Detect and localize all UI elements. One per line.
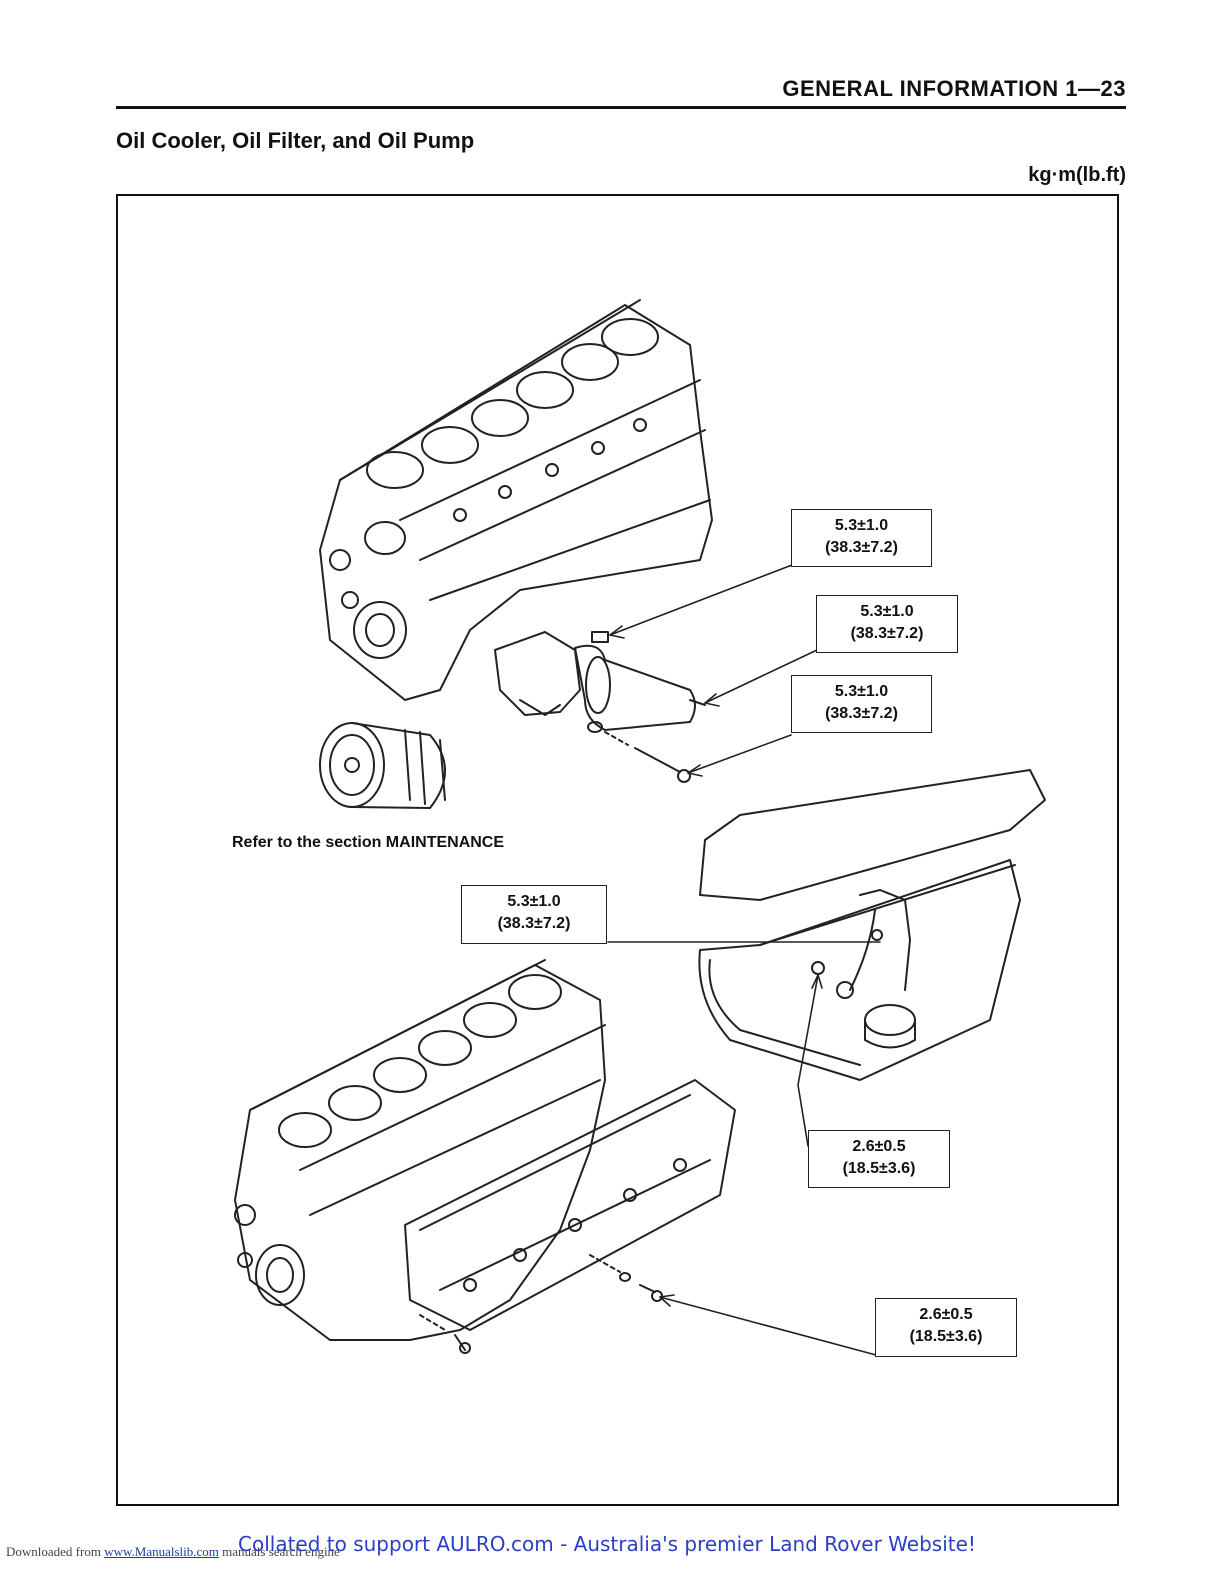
lower-engine-block — [234, 959, 736, 1354]
torque-value-imperial: (38.3±7.2) — [850, 625, 924, 642]
torque-value: 2.6±0.5 — [919, 1306, 973, 1323]
maintenance-reference-note: Refer to the section MAINTENANCE — [232, 834, 505, 851]
oil-pan-pump-assembly — [698, 769, 1046, 1081]
page-title: Oil Cooler, Oil Filter, and Oil Pump — [116, 128, 475, 153]
torque-label: 2.6±0.5 (18.5±3.6) — [875, 1298, 1017, 1357]
download-suffix: manuals search engine — [222, 1544, 340, 1559]
download-credit: Downloaded from www.Manualslib.com manua… — [6, 1544, 340, 1560]
figure-frame — [116, 194, 1119, 1506]
oil-filter-assembly — [494, 631, 706, 783]
torque-value-imperial: (38.3±7.2) — [825, 539, 898, 556]
torque-label: 5.3±1.0 (38.3±7.2) — [816, 595, 958, 653]
upper-engine-block — [319, 299, 713, 701]
page-footer: Downloaded from www.Manualslib.com manua… — [0, 1532, 1224, 1562]
torque-label: 2.6±0.5 (18.5±3.6) — [808, 1130, 950, 1188]
torque-label: 5.3±1.0 (38.3±7.2) — [791, 509, 932, 567]
torque-label: 5.3±1.0 (38.3±7.2) — [791, 675, 932, 733]
torque-value: 5.3±1.0 — [834, 683, 889, 700]
torque-value-imperial: (18.5±3.6) — [909, 1328, 983, 1345]
page-header: GENERAL INFORMATION 1—23 — [116, 74, 1126, 109]
filter-cartridge — [319, 722, 446, 809]
section-page-number: GENERAL INFORMATION 1—23 — [782, 76, 1126, 101]
torque-value: 5.3±1.0 — [834, 517, 889, 534]
torque-value-imperial: (38.3±7.2) — [825, 705, 898, 722]
torque-units: kg·m(lb.ft) — [1028, 164, 1126, 186]
torque-value-imperial: (38.3±7.2) — [497, 915, 571, 932]
download-prefix: Downloaded from — [6, 1544, 101, 1559]
torque-value: 2.6±0.5 — [852, 1138, 906, 1155]
torque-value-imperial: (18.5±3.6) — [842, 1160, 916, 1177]
collated-banner: Collated to support AULRO.com - Australi… — [238, 1532, 976, 1556]
torque-value: 5.3±1.0 — [860, 603, 914, 620]
torque-label: 5.3±1.0 (38.3±7.2) — [461, 885, 607, 944]
torque-value: 5.3±1.0 — [507, 893, 561, 910]
manualslib-link[interactable]: www.Manualslib.com — [104, 1544, 219, 1559]
torque-leaders — [607, 564, 881, 1356]
